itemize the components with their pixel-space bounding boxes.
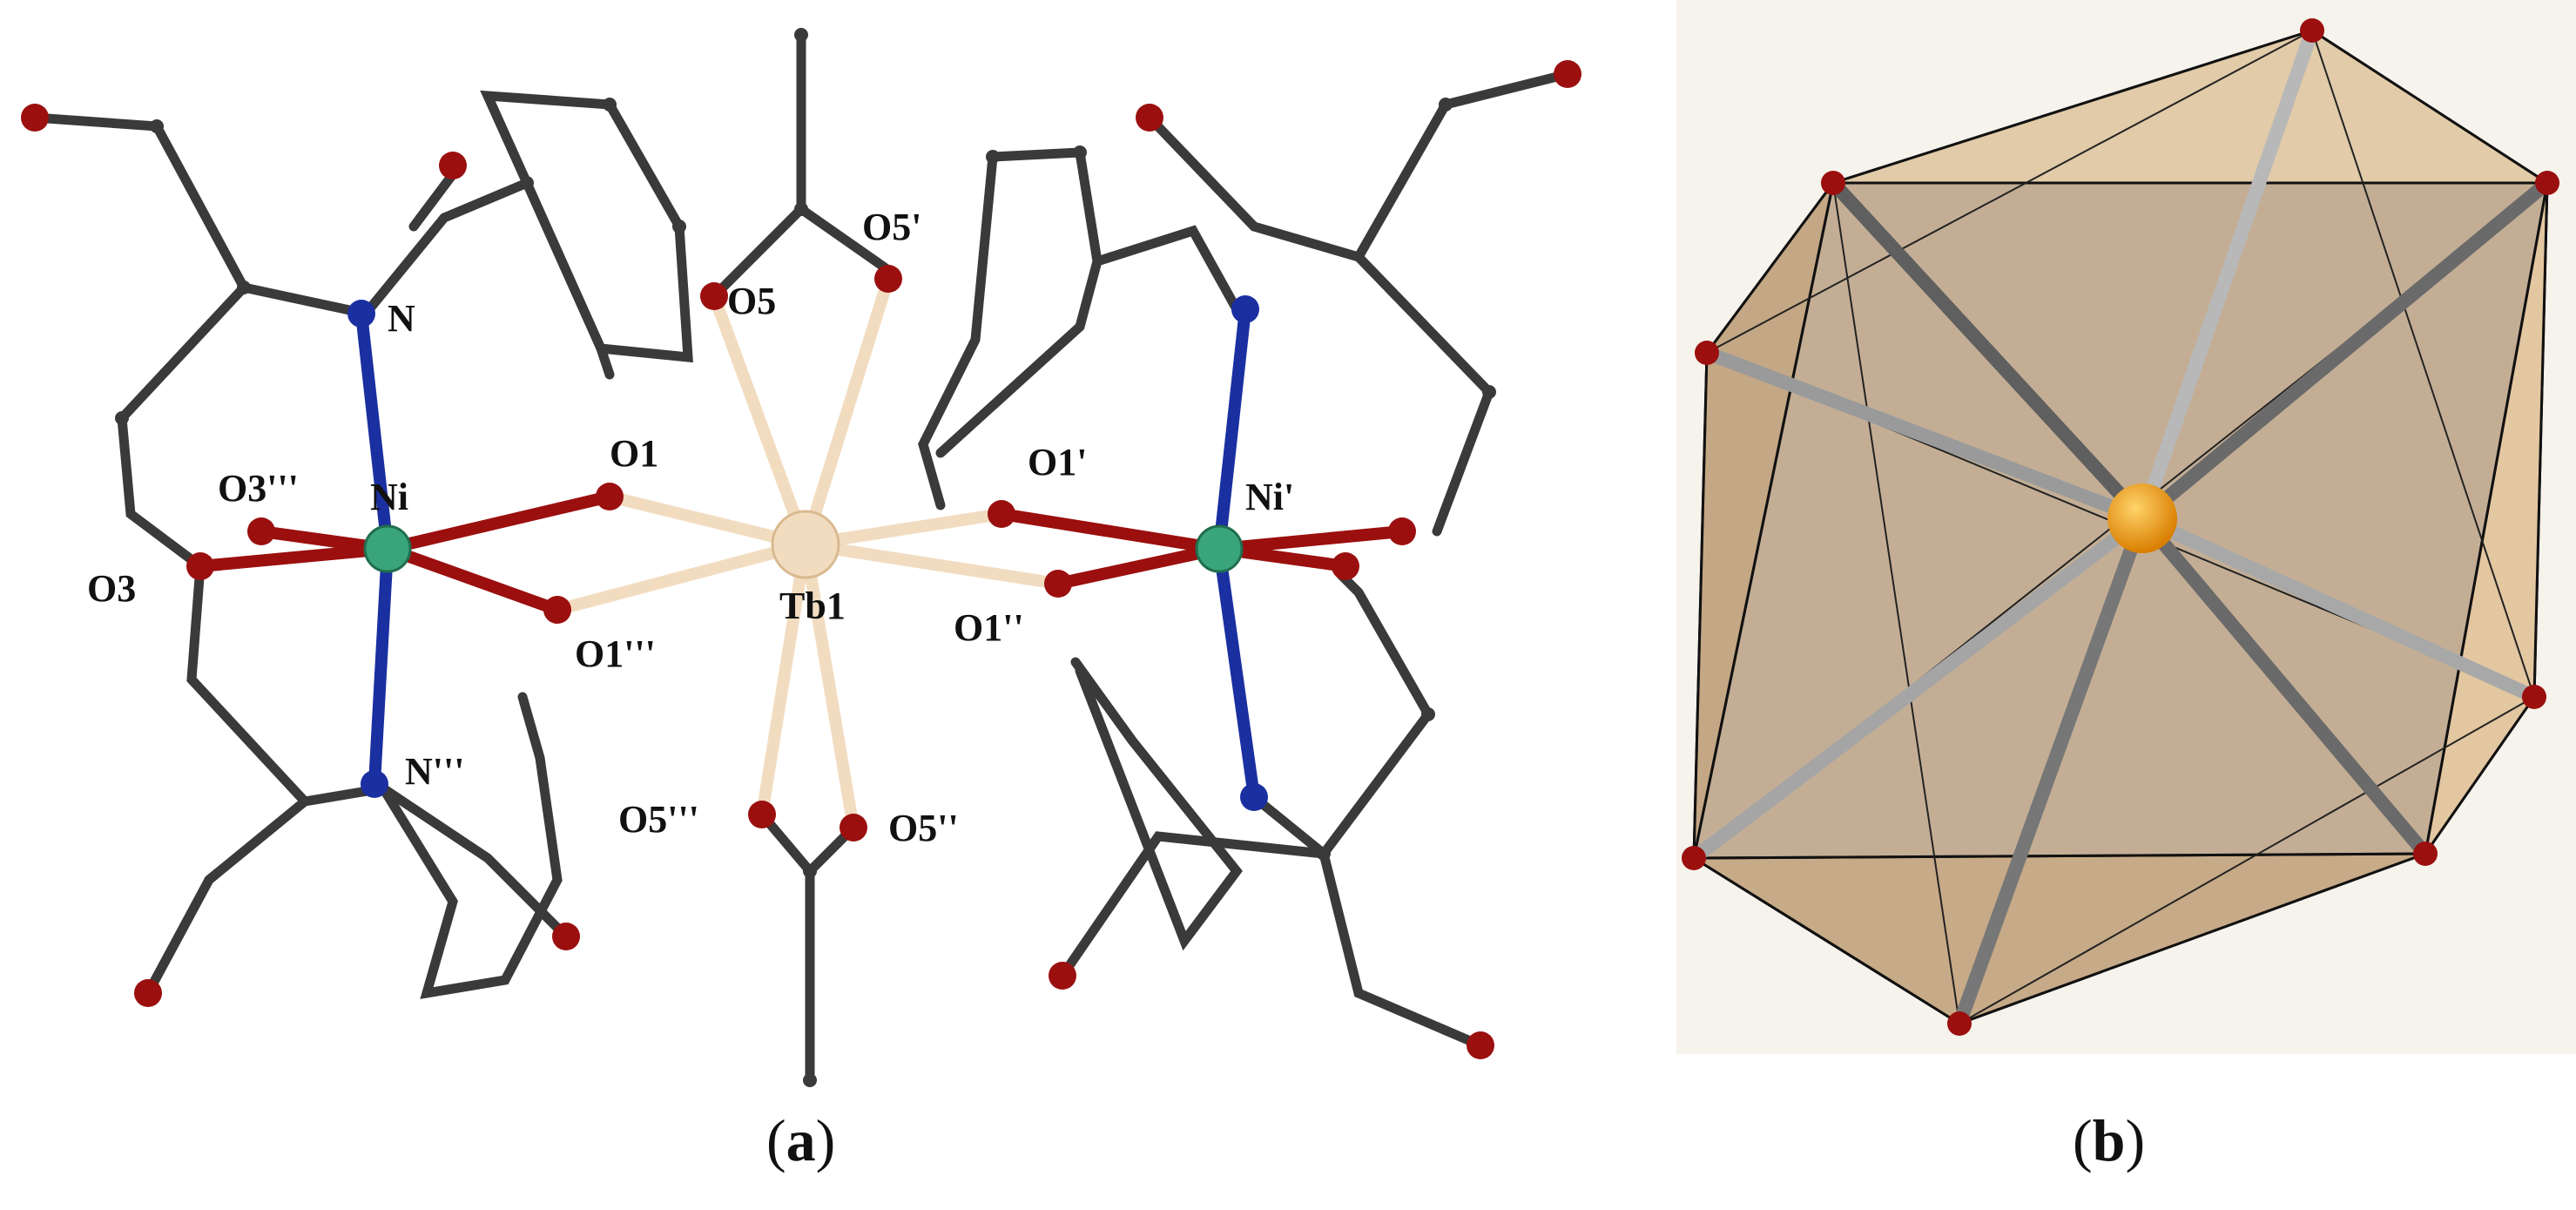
label-n: N [388, 297, 415, 340]
label-o5pp: O5'' [888, 807, 959, 849]
label-o1ppp: O1''' [575, 632, 656, 675]
atom-labels: N Ni O3''' O3 O1 O1''' N''' O5 O5' Tb1 O… [87, 206, 1294, 849]
label-n3: N''' [405, 750, 464, 793]
oxygen-atoms [21, 60, 1581, 1059]
caption-b-letter: b [2092, 1107, 2126, 1173]
label-o3ppp: O3''' [218, 467, 299, 510]
label-ni1: Ni' [1245, 476, 1294, 518]
carbon-atoms [115, 28, 1496, 1087]
label-o1pp: O1'' [954, 606, 1024, 649]
label-ni: Ni [370, 476, 408, 518]
metal-oxygen-rods [1687, 24, 2554, 1031]
nitrogen-atoms [347, 295, 1268, 811]
coordination-polyhedron [1676, 0, 2576, 1054]
label-o1p: O1' [1028, 441, 1087, 483]
label-o5ppp: O5''' [618, 798, 699, 841]
central-terbium-atom [2107, 483, 2177, 553]
caption-a: (a) [766, 1107, 836, 1173]
molecular-structure-diagram: N Ni O3''' O3 O1 O1''' N''' O5 O5' Tb1 O… [21, 28, 1581, 1087]
label-o5: O5 [727, 280, 776, 322]
coordination-bonds [194, 273, 1408, 834]
label-o1: O1 [610, 432, 658, 475]
label-tb1: Tb1 [779, 585, 846, 627]
label-o3: O3 [87, 567, 136, 610]
terbium-atom [771, 510, 840, 579]
caption-a-letter: a [786, 1107, 816, 1173]
caption-b: (b) [2073, 1107, 2146, 1173]
vertex-oxygen-atoms [1682, 18, 2559, 1036]
label-o5p: O5' [862, 206, 921, 248]
nickel-atoms [363, 524, 1244, 573]
